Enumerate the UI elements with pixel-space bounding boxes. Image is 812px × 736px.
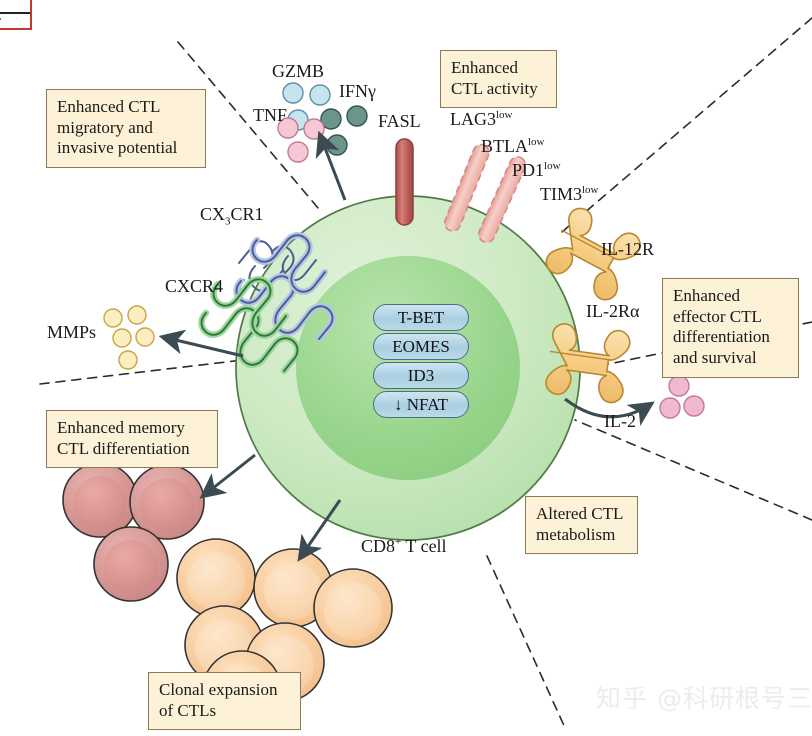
watermark: 知乎 @科研根号三 bbox=[596, 684, 812, 713]
mmp-granules bbox=[103, 305, 155, 370]
nucleus-factor-eomes: EOMES bbox=[373, 333, 469, 360]
clonal-ctl bbox=[253, 548, 333, 628]
divider-ne bbox=[561, 17, 812, 233]
callout-metabolism: Altered CTL metabolism bbox=[525, 496, 638, 555]
divider-w bbox=[39, 359, 244, 385]
cxcr4-receptor bbox=[198, 275, 301, 375]
label-lag3-text: LAG3 bbox=[450, 109, 496, 129]
memory-ctl bbox=[129, 464, 205, 540]
label-pd1-text: PD1 bbox=[512, 160, 545, 180]
il2ra-receptor bbox=[545, 323, 631, 404]
label-ifng: IFNγ bbox=[339, 81, 376, 101]
label-btla-text: BTLA bbox=[481, 136, 528, 156]
label-tim3-text: TIM3 bbox=[540, 184, 582, 204]
memory-ctl-population bbox=[62, 462, 205, 602]
callout-memory: Enhanced memory CTL differentiation bbox=[46, 410, 218, 469]
corner-artifact bbox=[0, 0, 32, 30]
cd8-suffix: T cell bbox=[401, 536, 447, 556]
cd8-text: CD8 bbox=[361, 536, 396, 556]
label-il12r: IL-12R bbox=[601, 239, 654, 259]
pd1-tim3-rod bbox=[477, 156, 527, 244]
cd8-plus: + bbox=[395, 536, 402, 548]
label-btla: BTLAlow bbox=[481, 136, 545, 156]
nucleus-factor-nfat: ↓ NFAT bbox=[373, 391, 469, 418]
callout-activity: Enhanced CTL activity bbox=[440, 50, 557, 109]
arrow-il2-secretion bbox=[564, 397, 655, 427]
clonal-ctl bbox=[313, 568, 393, 648]
lag3-btla-rod bbox=[443, 143, 490, 232]
label-tim3-sup: low bbox=[582, 184, 599, 196]
divider-nw bbox=[177, 41, 319, 209]
nucleus-factor-tbet: T-BET bbox=[373, 304, 469, 331]
label-cx3cr1-sub: 3 bbox=[225, 215, 231, 228]
arrow-memory-differentiation bbox=[199, 453, 256, 499]
nucleus-factor-id3: ID3 bbox=[373, 362, 469, 389]
fasl-molecule bbox=[395, 138, 414, 226]
label-lag3-sup: low bbox=[496, 109, 513, 121]
checkpoint-receptors bbox=[443, 143, 527, 244]
arrow-clonal-expansion bbox=[297, 499, 342, 562]
callout-migratory: Enhanced CTL migratory and invasive pote… bbox=[46, 89, 206, 169]
label-il2ra: IL-2Rα bbox=[586, 301, 640, 321]
label-cx3cr1-suffix: CR1 bbox=[230, 204, 264, 224]
callout-clonal: Clonal expansion of CTLs bbox=[148, 672, 301, 731]
gzmb-granules bbox=[282, 82, 331, 131]
divider-se-upper bbox=[574, 419, 812, 521]
label-tim3: TIM3low bbox=[540, 184, 599, 204]
label-lag3: LAG3low bbox=[450, 109, 513, 129]
ifng-granules bbox=[320, 105, 368, 156]
divider-s bbox=[486, 555, 567, 731]
cx3cr1-receptor bbox=[233, 231, 336, 343]
il12r-receptor bbox=[545, 207, 641, 301]
label-mmps: MMPs bbox=[47, 322, 97, 342]
label-tnf: TNF bbox=[253, 105, 288, 125]
callout-effector: Enhanced effector CTL differentiation an… bbox=[662, 278, 799, 378]
arrow-cytokine-secretion bbox=[315, 130, 347, 201]
label-il2: IL-2 bbox=[604, 411, 636, 431]
label-cx3cr1: CX3CR1 bbox=[200, 205, 264, 228]
label-fasl: FASL bbox=[378, 111, 421, 131]
memory-ctl bbox=[93, 526, 169, 602]
label-cx3cr1-prefix: CX bbox=[200, 204, 226, 224]
label-cd8-t-cell: CD8+ T cell bbox=[361, 536, 447, 556]
label-pd1: PD1low bbox=[512, 160, 561, 180]
memory-ctl bbox=[62, 462, 138, 538]
label-cxcr4: CXCR4 bbox=[165, 276, 224, 296]
label-gzmb: GZMB bbox=[272, 61, 325, 81]
clonal-ctl bbox=[176, 538, 256, 618]
arrow-mmp-release bbox=[158, 329, 244, 358]
il2-molecules bbox=[659, 375, 705, 419]
label-pd1-sup: low bbox=[544, 160, 561, 172]
label-btla-sup: low bbox=[528, 136, 545, 148]
